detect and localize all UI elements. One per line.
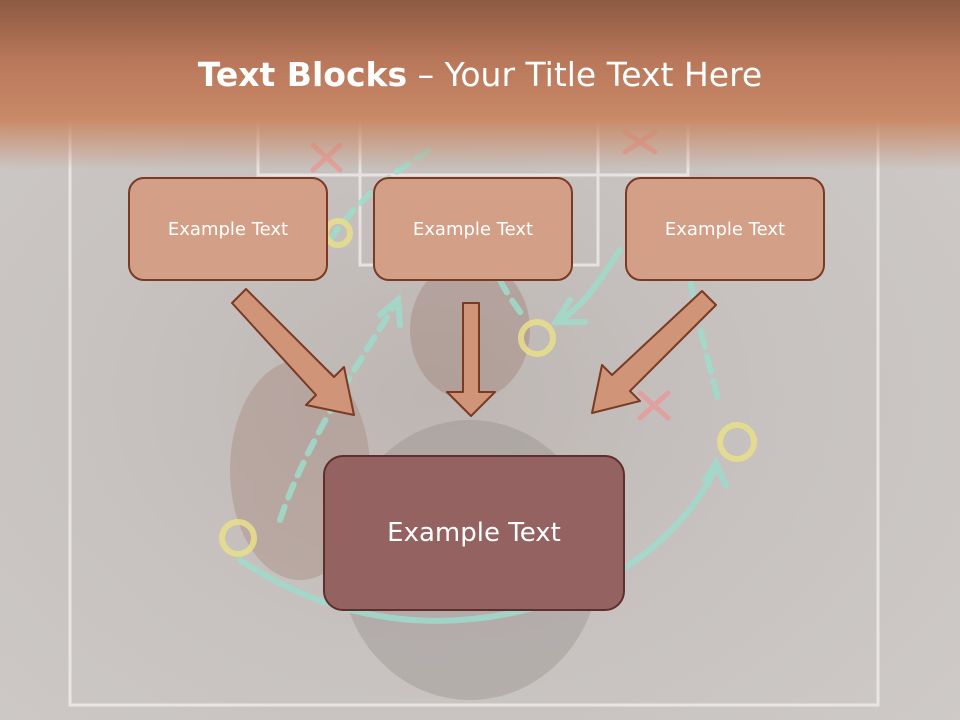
main-text-block-label: Example Text bbox=[387, 518, 561, 548]
text-block-2[interactable]: Example Text bbox=[373, 177, 573, 281]
title-rest: Your Title Text Here bbox=[444, 55, 763, 94]
title-separator: – bbox=[407, 55, 445, 94]
title-band bbox=[0, 0, 960, 170]
arrow-right-diagonal bbox=[591, 290, 717, 414]
text-block-2-label: Example Text bbox=[412, 218, 534, 240]
arrow-center-down bbox=[446, 302, 496, 417]
text-block-1-label: Example Text bbox=[167, 218, 289, 240]
text-block-3-label: Example Text bbox=[664, 218, 786, 240]
main-text-block[interactable]: Example Text bbox=[323, 455, 625, 611]
text-block-3[interactable]: Example Text bbox=[625, 177, 825, 281]
slide-title[interactable]: Text Blocks – Your Title Text Here bbox=[0, 52, 960, 98]
title-bold-part: Text Blocks bbox=[197, 55, 408, 94]
arrow-left-diagonal bbox=[231, 288, 355, 416]
text-block-1[interactable]: Example Text bbox=[128, 177, 328, 281]
